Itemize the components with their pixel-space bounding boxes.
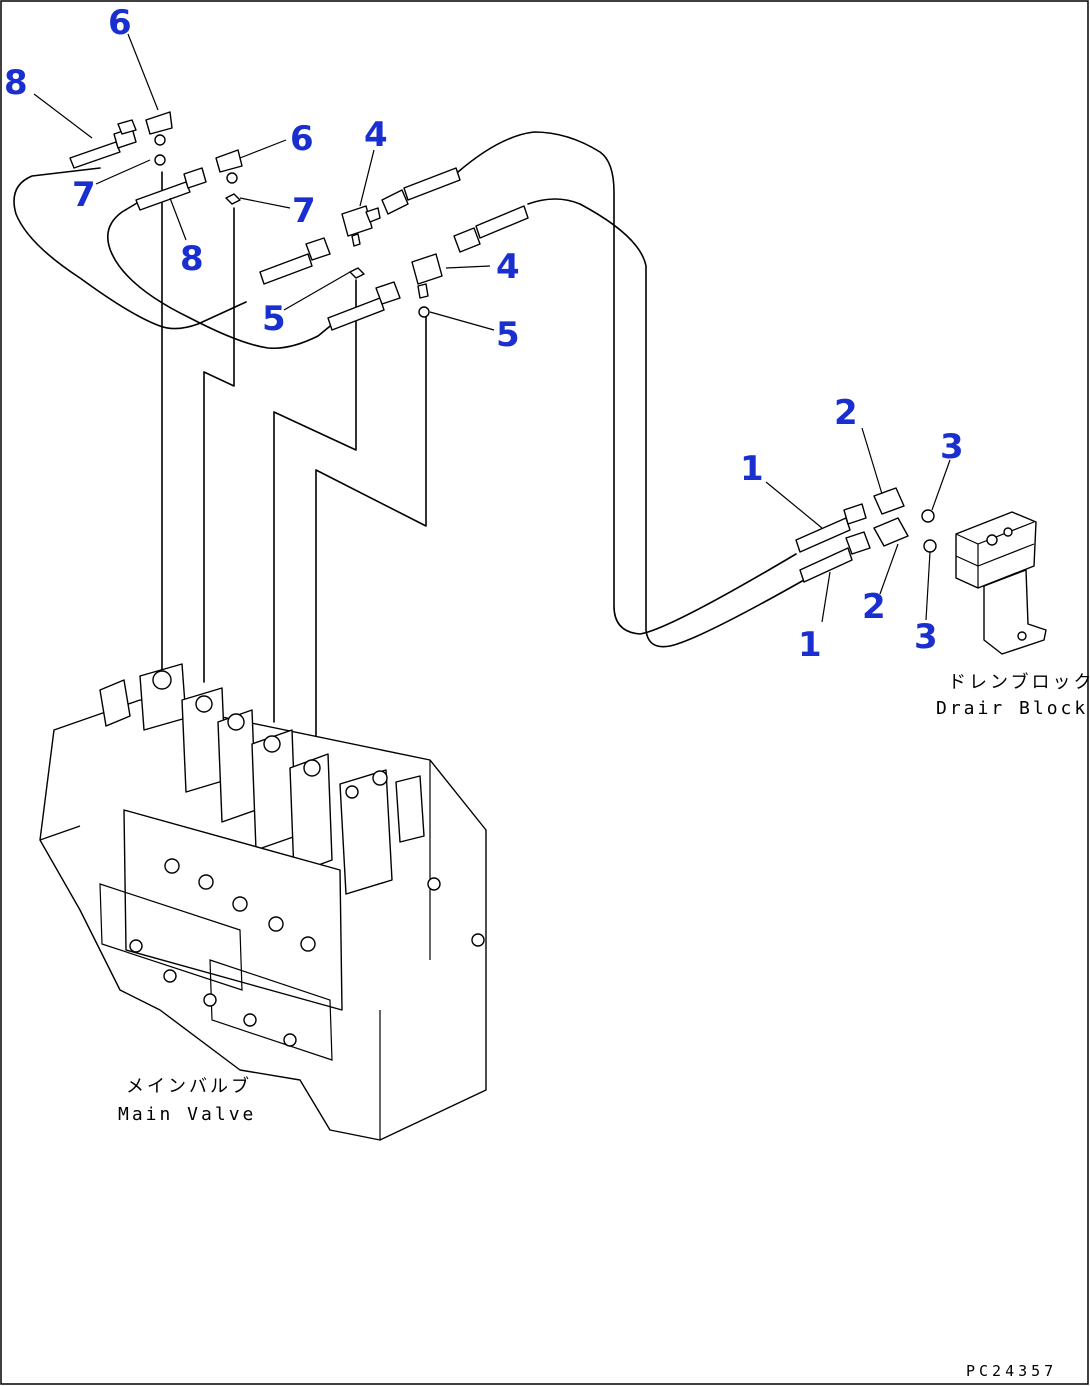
drain-block	[955, 511, 1047, 655]
callout-3-lower: 3	[914, 617, 938, 657]
oring-5-lower	[418, 306, 430, 318]
callout-4-upper: 4	[364, 115, 388, 155]
callout-1-upper: 1	[740, 449, 764, 489]
main-valve	[39, 663, 487, 1141]
callout-5-upper: 5	[262, 299, 286, 339]
elbow-2-lower	[873, 517, 909, 547]
main-valve-label-jp: メインバルブ	[126, 1075, 252, 1097]
pilot-lines	[161, 171, 427, 763]
callout-1-lower: 1	[798, 625, 822, 665]
callout-2-lower: 2	[862, 587, 886, 627]
hose-fitting-1-upper	[795, 503, 867, 553]
hose-to-drain-a	[457, 131, 797, 635]
callout-2-upper: 2	[834, 393, 858, 433]
callout-7-lower: 7	[292, 191, 316, 231]
callout-8-lower: 8	[180, 239, 204, 279]
hose-fitting-mid	[259, 237, 331, 285]
callout-3-upper: 3	[940, 427, 964, 467]
oring-7-lower	[225, 193, 241, 205]
callout-5-lower: 5	[496, 315, 520, 355]
hose-fitting-upper-right-b	[453, 205, 529, 253]
oring-3-lower	[923, 539, 937, 553]
callout-8-upper: 8	[4, 63, 28, 103]
elbow-6-lower	[215, 149, 243, 184]
oring-3-upper	[921, 509, 935, 523]
drain-block-label-jp: ドレンブロック	[948, 671, 1090, 693]
hose-fitting-8-upper	[69, 119, 137, 169]
tee-4-lower	[411, 253, 443, 299]
hose-loop-inner	[106, 199, 341, 350]
elbow-2-upper	[873, 487, 905, 515]
leader-lines	[33, 33, 951, 623]
hose-to-drain-b	[527, 198, 805, 648]
hose-fitting-lower	[327, 281, 401, 331]
tee-4-upper	[341, 205, 381, 247]
elbow-6-upper	[145, 111, 173, 146]
hose-fitting-1-lower	[799, 531, 871, 583]
oring-7-upper	[154, 154, 166, 166]
main-valve-label-en: Main Valve	[118, 1104, 256, 1125]
callout-4-lower: 4	[496, 247, 520, 287]
drain-block-label-en: Drair Block	[936, 698, 1088, 719]
callout-6-lower: 6	[290, 119, 314, 159]
hose-loop-outer	[13, 167, 247, 330]
figure-code: PC24357	[966, 1362, 1057, 1380]
callout-6-upper: 6	[108, 3, 132, 43]
hose-fitting-8-lower	[135, 167, 207, 211]
oring-5-upper	[349, 267, 365, 279]
hose-fitting-upper-right-a	[381, 167, 461, 215]
callout-7-upper: 7	[72, 175, 96, 215]
